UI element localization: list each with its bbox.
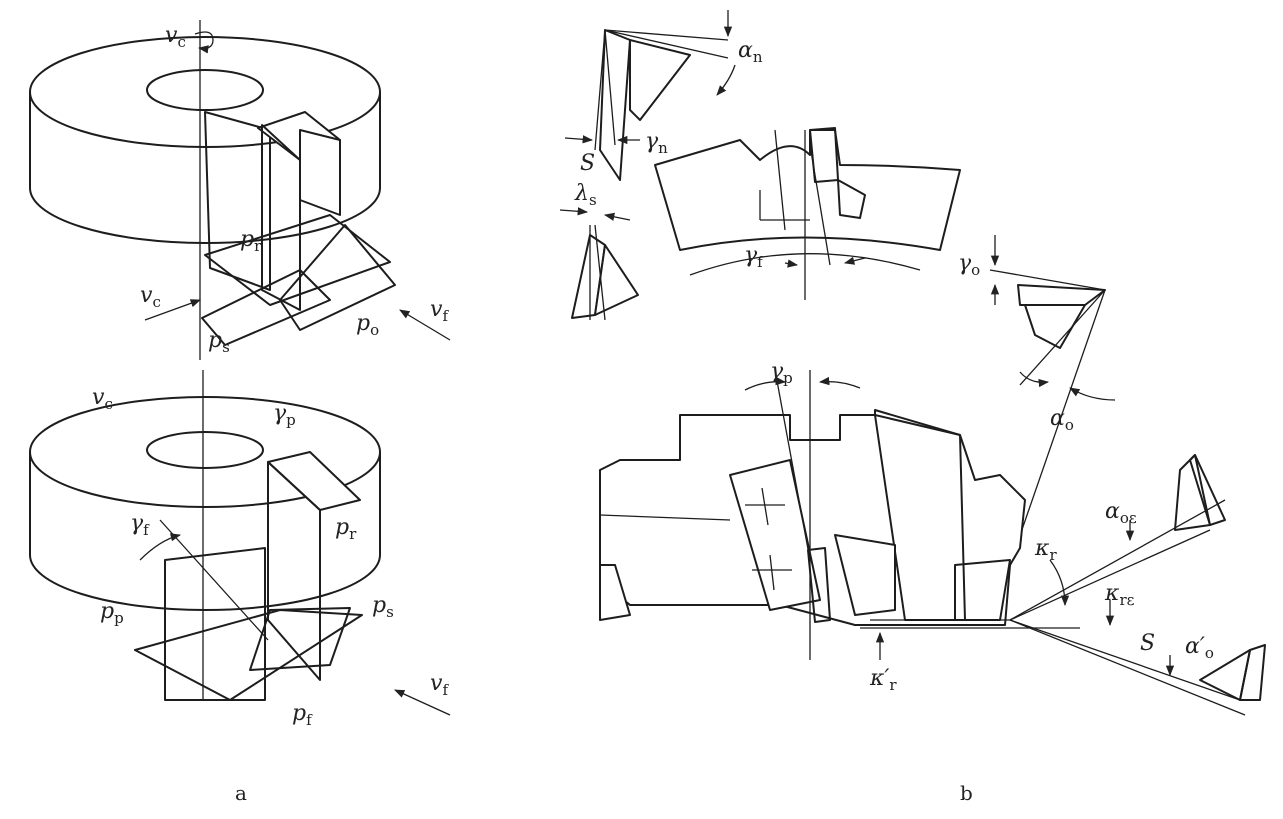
label-gf-b: γf	[744, 243, 764, 271]
label-pr-bottom: pr	[335, 515, 357, 543]
label-S-bottom: S	[1140, 631, 1155, 656]
label-an: αn	[738, 38, 763, 66]
svg-text:vc: vc	[165, 23, 186, 51]
label-ps-top: ps	[208, 328, 230, 356]
section-f-detail	[654, 127, 961, 300]
label-ao: αo	[1050, 406, 1074, 434]
label-aoe: αoε	[1105, 499, 1137, 527]
label-vf-bottom: vf	[430, 671, 449, 699]
label-ls: λs	[574, 181, 597, 209]
label-pf-a: pf	[292, 701, 313, 729]
insert-detail-oe	[1174, 454, 1226, 531]
label-vf-top: vf	[430, 297, 449, 325]
label-po-top: po	[356, 311, 379, 339]
caption-b: b	[960, 781, 973, 805]
label-aop: α′o	[1185, 634, 1214, 662]
section-lambda-detail	[559, 207, 639, 321]
section-o-detail	[989, 235, 1116, 571]
caption-a: a	[235, 781, 247, 805]
label-gp-a: γp	[273, 401, 296, 429]
insert-detail-o-prime	[1199, 644, 1266, 701]
label-gn: γn	[645, 129, 668, 157]
label-vc-top-2: vc	[140, 283, 161, 311]
panel-a-bottom-ring	[29, 370, 451, 716]
label-gf-a: γf	[130, 511, 150, 539]
panel-a-top-ring	[29, 20, 451, 360]
label-vc-top: vc	[165, 23, 214, 54]
label-kre: κrε	[1104, 581, 1135, 609]
label-gp-b: γp	[770, 359, 793, 387]
section-n-detail	[564, 10, 736, 181]
label-S-top: S	[580, 151, 595, 176]
label-ps-bottom: ps	[372, 593, 394, 621]
label-krp: κ′r	[869, 666, 897, 694]
cutter-body	[599, 369, 1246, 716]
label-pp-a: pp	[100, 599, 124, 627]
label-go: γo	[958, 251, 980, 279]
label-pr-top: pr	[240, 227, 262, 255]
label-vc-bottom: vc	[92, 385, 113, 413]
label-kr: κr	[1034, 536, 1057, 564]
